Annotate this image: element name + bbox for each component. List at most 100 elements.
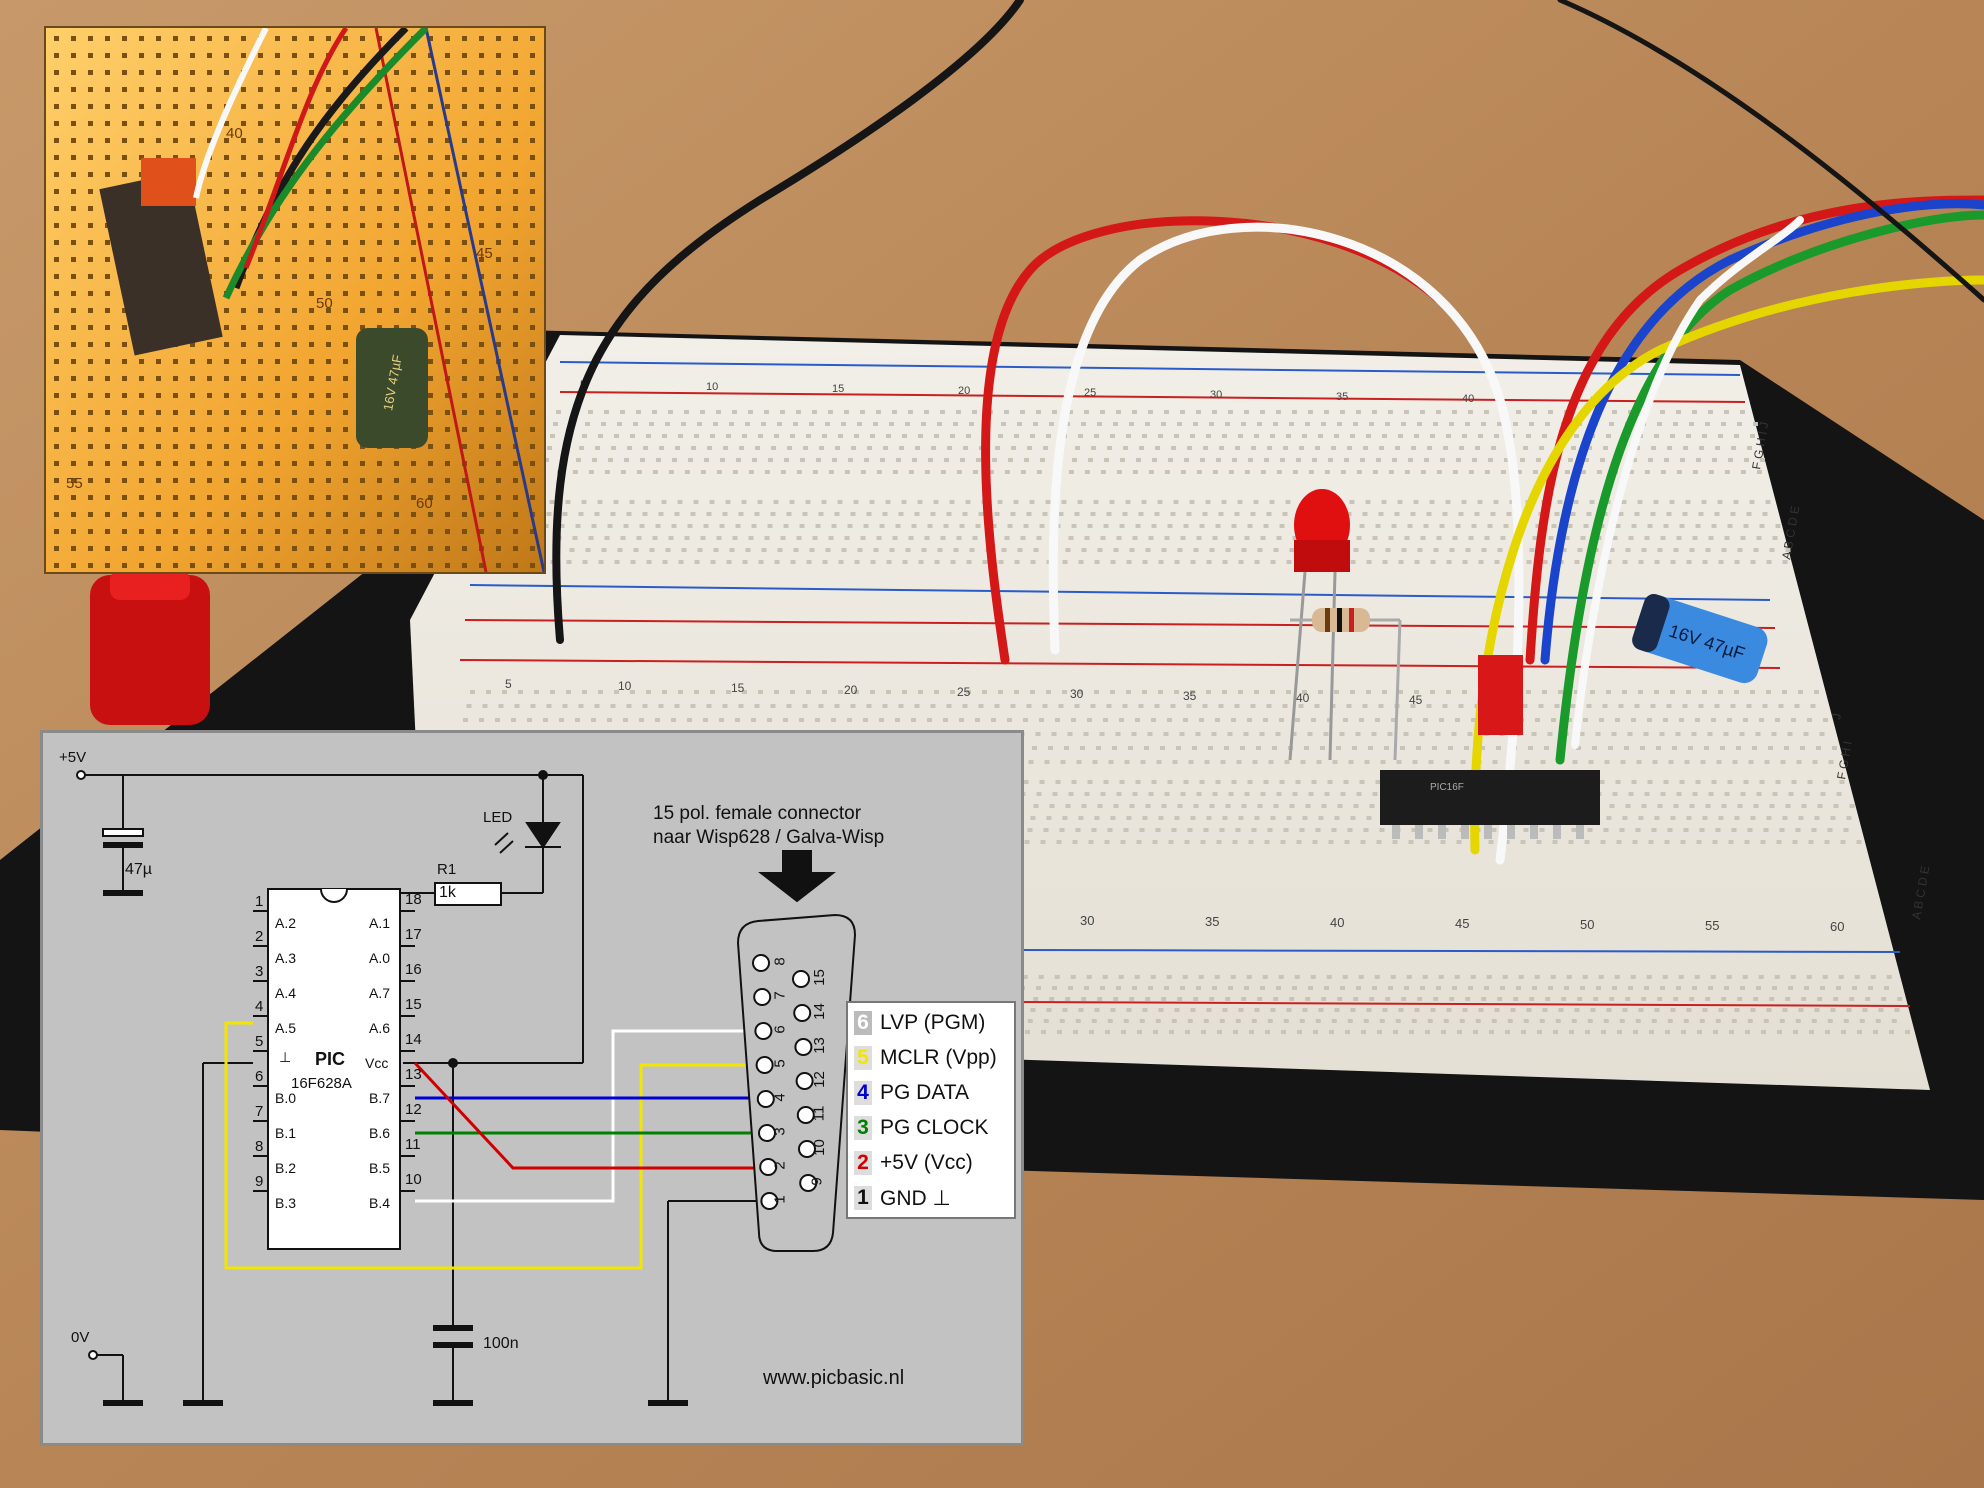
led-label: LED [483, 809, 513, 826]
connector-arrow [758, 850, 836, 903]
pin-3-label: A.4 [275, 985, 297, 1001]
db-pin-4: 4 [771, 1093, 789, 1102]
legend-row-mclr: 5 MCLR (Vpp) [854, 1044, 997, 1072]
breadboard-numbers-mid: 5 10 15 20 25 30 35 40 45 [505, 677, 1423, 707]
svg-text:45: 45 [1455, 916, 1469, 931]
svg-text:5: 5 [505, 677, 512, 691]
pin-18-number: 18 [405, 891, 422, 908]
legend-row-pgclock: 3 PG CLOCK [854, 1114, 989, 1142]
svg-text:60: 60 [1830, 919, 1844, 934]
db-pin-7: 7 [771, 991, 789, 1000]
white-wire-lvp [415, 1029, 761, 1203]
legend-row-lvp: 6 LVP (PGM) [854, 1009, 985, 1037]
red-header [1478, 655, 1523, 735]
svg-text:25: 25 [1084, 387, 1096, 399]
pin-9-number: 9 [255, 1173, 264, 1190]
inset-numbers: 40 45 50 55 60 [66, 125, 493, 512]
svg-text:55: 55 [66, 475, 83, 492]
svg-text:40: 40 [1330, 915, 1344, 930]
pin-2-label: A.3 [275, 950, 297, 966]
svg-text:60: 60 [416, 495, 433, 512]
svg-text:25: 25 [957, 685, 971, 699]
inset-capacitor [356, 328, 428, 448]
db-pin-1: 1 [771, 1195, 789, 1204]
legend-row-vcc: 2 +5V (Vcc) [854, 1149, 973, 1177]
pin-4-label: A.5 [275, 1020, 297, 1036]
svg-text:40: 40 [1296, 691, 1310, 705]
capacitor-photo: 16V 47µF [1632, 593, 1768, 684]
pin-legend: 6 LVP (PGM) 5 MCLR (Vpp) 4 PG DATA 3 PG … [846, 1001, 1016, 1219]
ground-label: 0V [71, 1329, 90, 1346]
photo-inset: 40 45 50 55 60 16V 47µF [44, 26, 546, 574]
chip-part: 16F628A [291, 1075, 352, 1092]
pin-13-number: 13 [405, 1066, 422, 1083]
svg-text:30: 30 [1080, 913, 1094, 928]
black-wire-right [1557, 0, 1984, 303]
chip-name: PIC [315, 1049, 346, 1069]
pin-2-number: 2 [255, 928, 264, 945]
legend-num: 5 [854, 1046, 872, 1070]
svg-text:35: 35 [1336, 391, 1348, 403]
led-photo [1288, 489, 1350, 761]
legend-num: 6 [854, 1011, 872, 1035]
legend-label: GND ⊥ [880, 1186, 951, 1210]
red-wire-2 [1525, 195, 1984, 665]
legend-label: PG DATA [880, 1081, 970, 1104]
db-pin-11: 11 [810, 1105, 828, 1122]
db-pin-13: 13 [810, 1037, 828, 1054]
pin-11-label: B.5 [369, 1160, 391, 1176]
pin-17-number: 17 [405, 926, 422, 943]
banana-terminal [90, 570, 210, 725]
cap2-label: 100n [483, 1335, 519, 1352]
resistor-name: R1 [437, 861, 457, 878]
inset-orange-cap [141, 158, 196, 206]
db-pin-9: 9 [808, 1177, 826, 1186]
svg-text:F G H I: F G H I [1834, 740, 1855, 781]
pin-7-label: B.1 [275, 1125, 297, 1141]
breadboard-numbers-top: 5 10 15 20 25 30 35 40 45 [580, 379, 1600, 407]
svg-text:40: 40 [1462, 393, 1474, 405]
yellow-wire-mclr [224, 1021, 761, 1270]
pic-chip-photo: PIC16F [1380, 770, 1600, 839]
pin-3-number: 3 [255, 963, 264, 980]
pin-14-label: Vcc [365, 1055, 389, 1071]
pin-17-label: A.0 [369, 950, 391, 966]
db-pin-15: 15 [810, 969, 828, 986]
legend-label: MCLR (Vpp) [880, 1046, 997, 1069]
pin-7-number: 7 [255, 1103, 264, 1120]
white-wire-1 [1048, 222, 1524, 865]
resistor-photo [1290, 608, 1402, 761]
legend-label: +5V (Vcc) [880, 1151, 973, 1174]
red-wire-vcc [413, 1061, 761, 1170]
svg-text:30: 30 [1210, 389, 1222, 401]
legend-num: 3 [854, 1116, 872, 1140]
db-pin-2: 2 [771, 1161, 789, 1170]
pin-5-number: 5 [255, 1033, 264, 1050]
svg-text:15: 15 [731, 681, 745, 695]
svg-text:10: 10 [618, 679, 632, 693]
legend-num: 2 [854, 1151, 872, 1175]
blue-wire [1540, 199, 1984, 665]
schematic-drawing [76, 770, 857, 1406]
power-rails [459, 361, 1911, 1007]
svg-text:45: 45 [476, 245, 493, 262]
db-pin-3: 3 [771, 1127, 789, 1136]
pin-8-label: B.2 [275, 1160, 297, 1176]
svg-text:15: 15 [832, 383, 844, 395]
legend-label: PG CLOCK [880, 1116, 989, 1139]
pin-13-label: B.7 [369, 1090, 391, 1106]
website-label: www.picbasic.nl [763, 1367, 905, 1389]
cap1-label: 47µ [125, 861, 153, 878]
schematic-diagram: +5V 0V 47µ 100n LED R1 1k PIC 16F628A 15… [40, 730, 1024, 1446]
black-wire [552, 0, 1024, 644]
svg-text:35: 35 [1183, 689, 1197, 703]
pin-10-number: 10 [405, 1171, 422, 1188]
supply-label: +5V [59, 749, 87, 766]
legend-num: 1 [854, 1186, 872, 1210]
pin-16-label: A.7 [369, 985, 391, 1001]
jumper-wires [552, 0, 1984, 865]
legend-num: 4 [854, 1081, 872, 1105]
pin-10-label: B.4 [369, 1195, 391, 1211]
cap-47u-symbol [102, 828, 144, 837]
resistor-value: 1k [439, 884, 456, 901]
